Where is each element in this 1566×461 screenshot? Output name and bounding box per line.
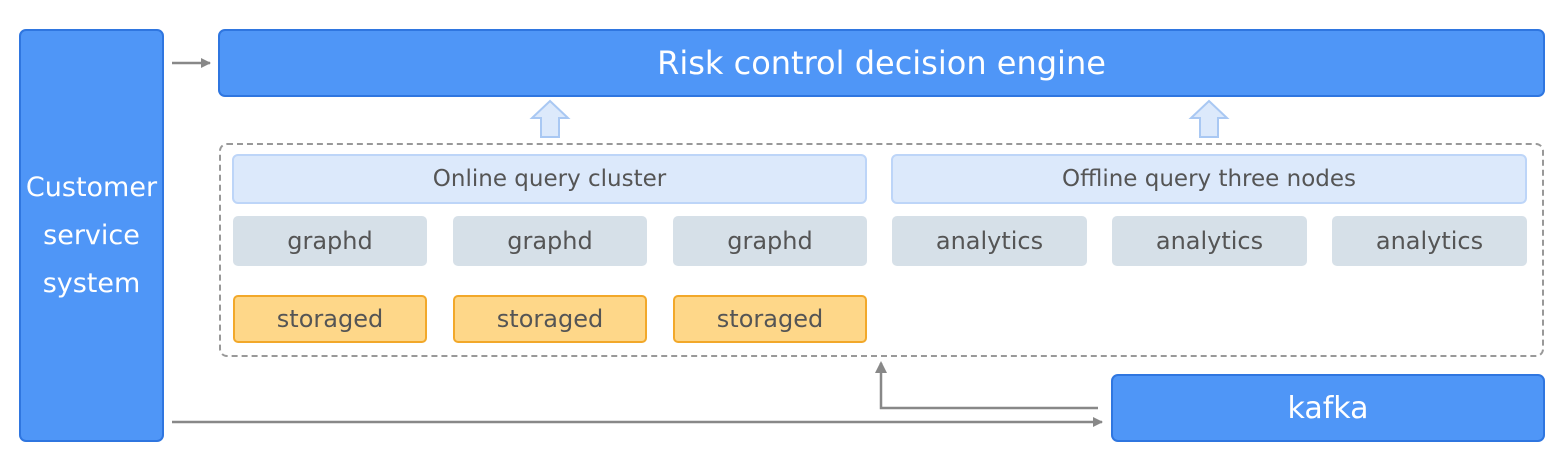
analytics-label: analytics [935, 227, 1044, 255]
analytics-node: analytics [1332, 216, 1527, 266]
offline-query-nodes-label: Offline query three nodes [1061, 166, 1356, 192]
graphd-label: graphd [507, 227, 593, 255]
arrowhead-up-icon [875, 361, 887, 373]
kafka-label: kafka [1287, 390, 1369, 426]
analytics-node: analytics [1112, 216, 1307, 266]
kafka-box: kafka [1111, 374, 1545, 442]
storaged-label: storaged [276, 305, 384, 333]
up-arrow-online-icon [529, 99, 571, 138]
arrow-kafka-to-clusters [879, 363, 1098, 410]
graphd-node: graphd [453, 216, 647, 266]
analytics-node: analytics [892, 216, 1087, 266]
analytics-label: analytics [1375, 227, 1484, 255]
risk-control-engine-label: Risk control decision engine [657, 44, 1106, 82]
graphd-label: graphd [287, 227, 373, 255]
storaged-label: storaged [716, 305, 824, 333]
customer-service-line-3: system [42, 267, 141, 299]
graphd-label: graphd [727, 227, 813, 255]
storaged-node: storaged [453, 295, 647, 343]
storaged-node: storaged [233, 295, 427, 343]
storaged-node: storaged [673, 295, 867, 343]
graphd-node: graphd [233, 216, 427, 266]
graphd-node: graphd [673, 216, 867, 266]
customer-service-line-1: Customer [25, 171, 158, 203]
customer-service-line-2: service [43, 219, 140, 251]
offline-query-nodes-header: Offline query three nodes [891, 154, 1527, 204]
risk-control-engine-box: Risk control decision engine [218, 29, 1545, 97]
customer-service-system-box: Customer service system [19, 29, 164, 442]
query-clusters-container [219, 143, 1544, 357]
up-arrow-offline-icon [1188, 99, 1230, 138]
storaged-label: storaged [496, 305, 604, 333]
online-query-cluster-header: Online query cluster [232, 154, 867, 204]
analytics-label: analytics [1155, 227, 1264, 255]
online-query-cluster-label: Online query cluster [432, 166, 667, 192]
